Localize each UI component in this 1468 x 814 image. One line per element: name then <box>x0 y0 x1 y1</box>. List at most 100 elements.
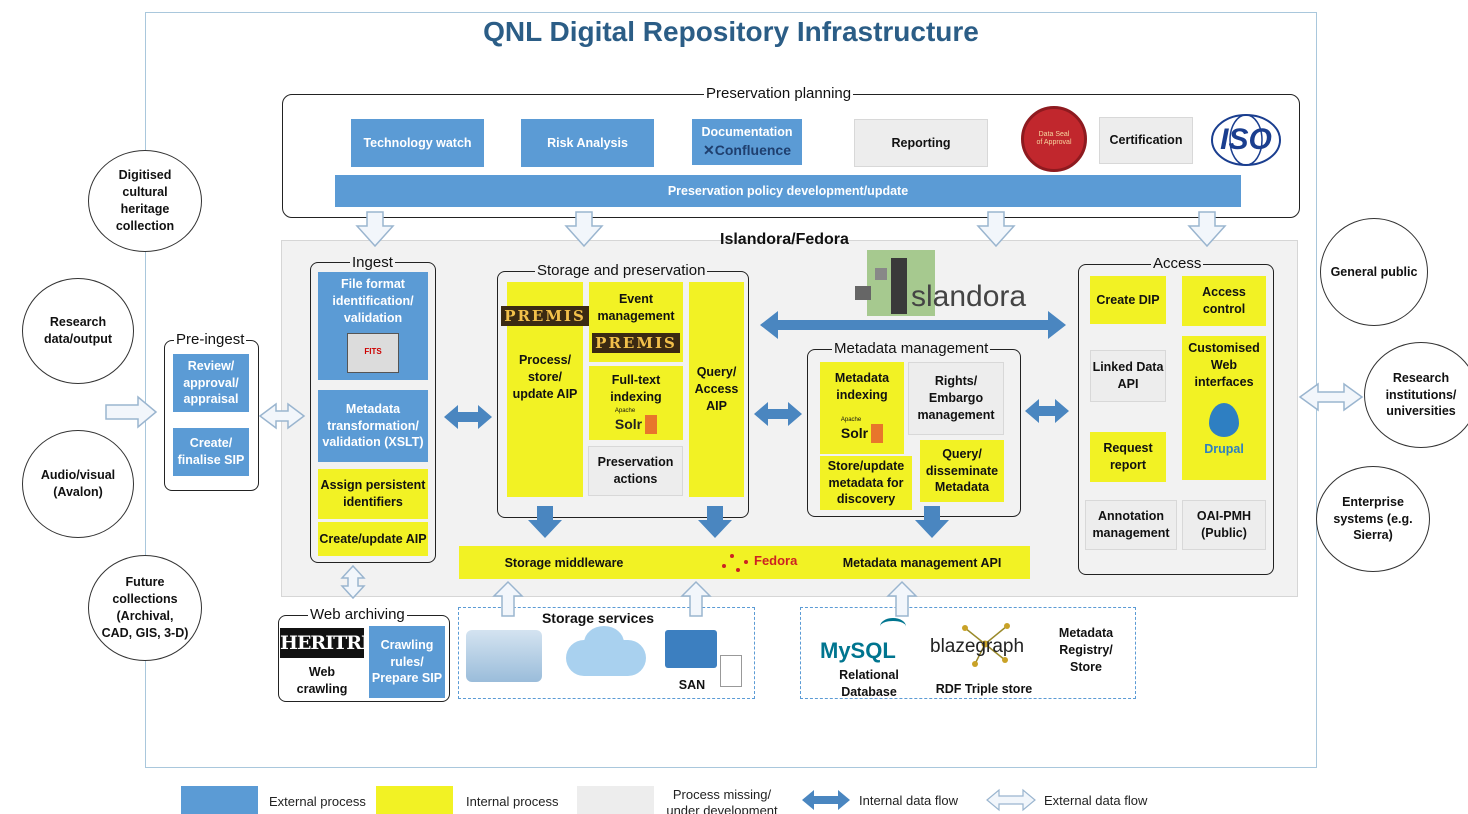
san-folder-icon <box>665 630 717 668</box>
audio-visual-circle: Audio/visual (Avalon) <box>22 430 134 538</box>
create-dip-box: Create DIP <box>1090 276 1166 324</box>
access-label: Access <box>1151 255 1204 272</box>
metadata-api-label: Metadata management API <box>842 556 1002 570</box>
access-control-box: Access control <box>1182 276 1266 326</box>
iso-label: ISO <box>1220 122 1272 156</box>
web-crawling-label: Web crawling <box>296 665 348 696</box>
event-management-box: Event management PREMIS <box>589 282 683 362</box>
reporting-box: Reporting <box>854 119 988 167</box>
blazegraph-graph-icon <box>962 623 1010 667</box>
legend-external-flow-icon <box>986 788 1036 812</box>
islandora-wordmark: slandora <box>911 280 1027 313</box>
storage-metadata-arrow <box>754 402 802 426</box>
drupal-drop-icon <box>1209 402 1239 437</box>
file-format-label: File format identification/ validation <box>332 277 414 325</box>
preingest-ingest-arrow <box>258 402 306 430</box>
rights-embargo-box: Rights/ Embargo management <box>908 362 1004 435</box>
metadata-management-label: Metadata management <box>832 340 991 357</box>
storage-services-group <box>458 607 755 699</box>
storage-down-arrow-1 <box>528 506 562 538</box>
storage-up-arrow-1 <box>492 580 524 617</box>
preservation-planning-label: Preservation planning <box>704 85 854 102</box>
fedora-logo: Fedora <box>720 550 820 576</box>
review-box: Review/ approval/ appraisal <box>173 354 249 412</box>
assign-identifiers-box: Assign persistent identifiers <box>318 469 428 519</box>
server-stack-icon <box>466 630 542 682</box>
islandora-pixels-icon <box>855 286 871 300</box>
legend-external-flow-label: External data flow <box>1044 793 1148 808</box>
metadata-indexing-box: Metadata indexing Apache Solr <box>820 362 904 454</box>
iso-logo: ISO <box>1210 112 1282 168</box>
storage-middleware-label: Storage middleware <box>504 556 624 570</box>
premis-logo-2: PREMIS <box>592 332 680 353</box>
islandora-fedora-label: Islandora/Fedora <box>720 231 849 248</box>
oai-pmh-box: OAI-PMH (Public) <box>1182 500 1266 550</box>
legend-internal-flow-label: Internal data flow <box>859 793 959 808</box>
solr-apache-label: Apache <box>614 408 636 415</box>
research-institutions-circle: Research institutions/ universities <box>1364 342 1468 448</box>
web-archiving-label: Web archiving <box>308 606 407 623</box>
policy-bar: Preservation policy development/update <box>335 175 1241 207</box>
create-aip-box: Create/update AIP <box>318 522 428 556</box>
query-metadata-box: Query/ disseminate Metadata <box>920 440 1004 502</box>
legend-missing-label: Process missing/ under development <box>666 787 778 814</box>
relational-database-label: Relational Database <box>839 668 899 699</box>
store-update-metadata-box: Store/update metadata for discovery <box>820 456 912 510</box>
ingest-storage-arrow <box>444 405 492 429</box>
future-collections-circle: Future collections (Archival, CAD, GIS, … <box>88 555 202 661</box>
metadata-indexing-label: Metadata indexing <box>834 371 890 402</box>
seal-line2: of Approval <box>1036 139 1072 146</box>
solr-logo: Apache Solr <box>614 407 658 435</box>
fits-icon: FITS <box>347 332 399 373</box>
fits-label: FITS <box>364 347 382 357</box>
san-doc-icon <box>720 655 742 687</box>
metadata-up-arrow <box>886 580 918 617</box>
storage-preservation-label: Storage and preservation <box>535 262 708 279</box>
certification-box: Certification <box>1099 117 1193 164</box>
legend-external-label: External process <box>269 794 366 809</box>
source-to-preingest-arrow <box>105 395 158 429</box>
metadata-store-group <box>800 607 1136 699</box>
fedora-dots-icon <box>722 552 750 574</box>
ingest-webarchive-arrow <box>340 564 366 600</box>
crawling-rules-box: Crawling rules/ Prepare SIP <box>369 626 445 698</box>
pre-ingest-label: Pre-ingest <box>174 331 247 348</box>
risk-analysis-box: Risk Analysis <box>521 119 654 167</box>
seal-line1: Data Seal <box>1038 130 1070 138</box>
preservation-actions-box: Preservation actions <box>588 446 683 496</box>
solr-label-2: Solr <box>841 423 884 443</box>
customised-web-box: Customised Web interfaces Drupal <box>1182 336 1266 480</box>
rdf-triple-store-label: RDF Triple store <box>935 682 1033 696</box>
solr-logo-2: Apache Solr <box>841 416 884 443</box>
digitised-collection-circle: Digitised cultural heritage collection <box>88 150 202 252</box>
metadata-down-arrow <box>915 506 949 538</box>
metadata-access-arrow <box>1025 399 1069 423</box>
legend-external-swatch <box>181 786 258 814</box>
mysql-label: MySQL <box>820 638 896 663</box>
storage-access-long-arrow <box>760 311 1066 339</box>
metadata-registry-label: Metadata Registry/ Store <box>1058 626 1114 674</box>
cloud-icon-top <box>584 626 624 660</box>
documentation-box: Documentation ✕Confluence <box>692 119 802 165</box>
metadata-transformation-box: Metadata transformation/ validation (XSL… <box>318 390 428 462</box>
confluence-logo: ✕Confluence <box>703 141 791 158</box>
storage-services-label: Storage services <box>541 610 655 626</box>
islandora-pixels-icon-2 <box>875 268 887 280</box>
general-public-circle: General public <box>1320 218 1428 326</box>
premis-logo: PREMIS <box>501 306 589 327</box>
full-text-label: Full-text indexing <box>610 372 662 404</box>
islandora-logo: slandora <box>855 250 1035 318</box>
legend-internal-swatch <box>376 786 453 814</box>
documentation-label: Documentation <box>701 125 793 140</box>
heritrix-logo: HERITRIX <box>280 628 384 658</box>
customised-web-label: Customised Web interfaces <box>1188 341 1260 389</box>
mysql-logo: MySQL <box>820 618 918 663</box>
storage-up-arrow-2 <box>680 580 712 617</box>
legend-missing-swatch <box>577 786 654 814</box>
diagram-title: QNL Digital Repository Infrastructure <box>483 16 979 47</box>
dolphin-icon <box>880 618 906 635</box>
data-seal-badge: Data Seal of Approval <box>1021 106 1087 172</box>
annotation-management-box: Annotation management <box>1085 500 1177 550</box>
